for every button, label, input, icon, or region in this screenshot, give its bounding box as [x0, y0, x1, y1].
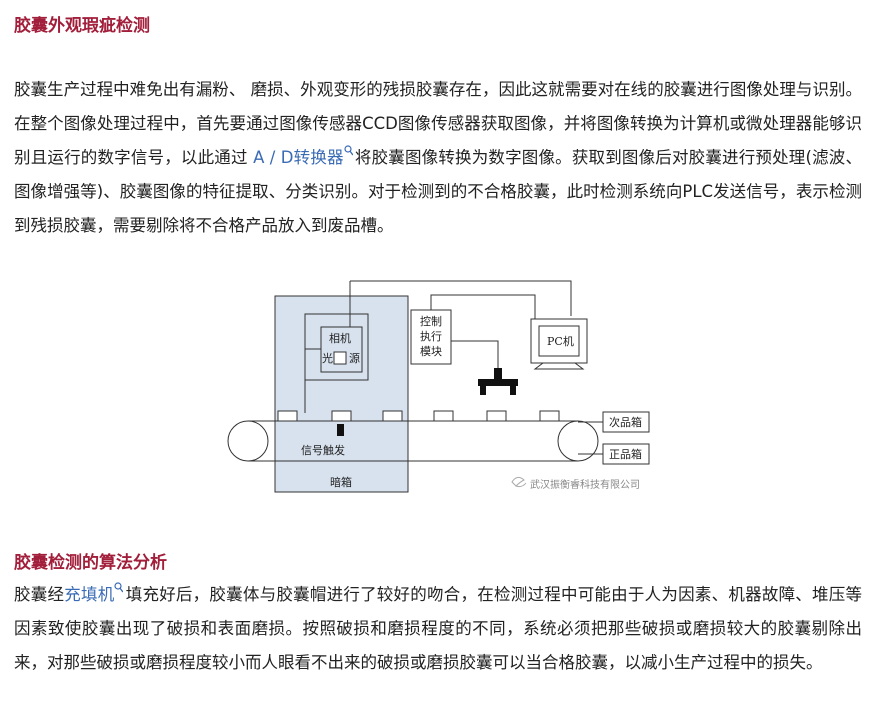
pc-label: PC机	[547, 334, 574, 348]
control-label-line2: 执行	[420, 329, 442, 343]
camera-label: 相机	[329, 331, 351, 345]
pc-stand	[533, 362, 585, 370]
light-label-right: 源	[349, 351, 360, 365]
control-module-box	[410, 309, 452, 365]
watermark-text: 武汉振衡睿科技有限公司	[530, 478, 640, 491]
light-label-left: 光	[322, 351, 333, 365]
paragraph-algorithm: 胶囊经充填机填充好后，胶囊体与胶囊帽进行了较好的吻合，在检测过程中可能由于人为因…	[14, 578, 862, 680]
diagram-svg: 相机 光 源 控制 执行 模块 PC机 次品箱 正品箱 信号触发 暗箱 武汉振衡…	[227, 280, 650, 493]
control-label-line1: 控制	[420, 314, 442, 328]
bin-good-label: 正品箱	[609, 447, 642, 461]
trigger-sensor	[337, 424, 344, 436]
signal-trigger-label: 信号触发	[301, 443, 345, 457]
section-title-defect-detection: 胶囊外观瑕疵检测	[14, 16, 150, 36]
filling-machine-link-text: 充填机	[64, 585, 115, 604]
pc-screen	[538, 325, 580, 357]
section-title-algorithm: 胶囊检测的算法分析	[14, 553, 167, 573]
ad-converter-link-text: A / D转换器	[253, 148, 344, 167]
conveyor-roller-left	[227, 420, 269, 462]
paragraph-defect-detection: 胶囊生产过程中难免出有漏粉、 磨损、外观变形的残损胶囊存在，因此这就需要对在线的…	[14, 73, 862, 243]
paragraph-text: 将胶囊图像转换为数字图像。获取到图像后对胶囊进行预处理(滤波、图像增强等)、胶囊…	[14, 148, 862, 235]
actuator-stem	[494, 368, 502, 382]
light-source-box	[333, 351, 347, 365]
actuator-left-leg	[480, 385, 486, 395]
control-to-actuator-wire	[451, 340, 499, 368]
paragraph-text: 胶囊生产过程中难免出有漏粉、 磨损、外观变形的残损胶囊存在，因此这就需要对在线的…	[14, 80, 862, 167]
paragraph-text: 填充好后，胶囊体与胶囊帽进行了较好的吻合，在检测过程中可能由于人为因素、机器故障…	[14, 585, 863, 672]
capsule	[277, 410, 298, 422]
ad-converter-link[interactable]: A / D转换器	[253, 145, 355, 167]
actuator-right-leg	[510, 385, 516, 395]
capsule	[539, 410, 560, 422]
control-label-line3: 模块	[420, 345, 442, 358]
watermark-logo-icon	[511, 476, 527, 488]
actuator-bar	[478, 379, 518, 386]
search-icon	[114, 582, 124, 593]
dark-box-label: 暗箱	[330, 475, 352, 489]
filling-machine-link[interactable]: 充填机	[64, 582, 125, 604]
bin-secondary-label: 次品箱	[609, 415, 642, 429]
inspection-system-diagram: 相机 光 源 控制 执行 模块 PC机 次品箱 正品箱 信号触发 暗箱 武汉振衡…	[227, 280, 668, 503]
capsule	[382, 410, 403, 422]
control-to-pc-wire	[430, 294, 536, 319]
capsule	[331, 410, 352, 422]
camera-wire-to-pc	[350, 280, 572, 316]
capsule	[486, 410, 507, 422]
capsule	[433, 410, 454, 422]
conveyor-roller-right	[557, 420, 599, 462]
search-icon	[344, 145, 353, 156]
paragraph-text: 胶囊经	[14, 585, 65, 604]
